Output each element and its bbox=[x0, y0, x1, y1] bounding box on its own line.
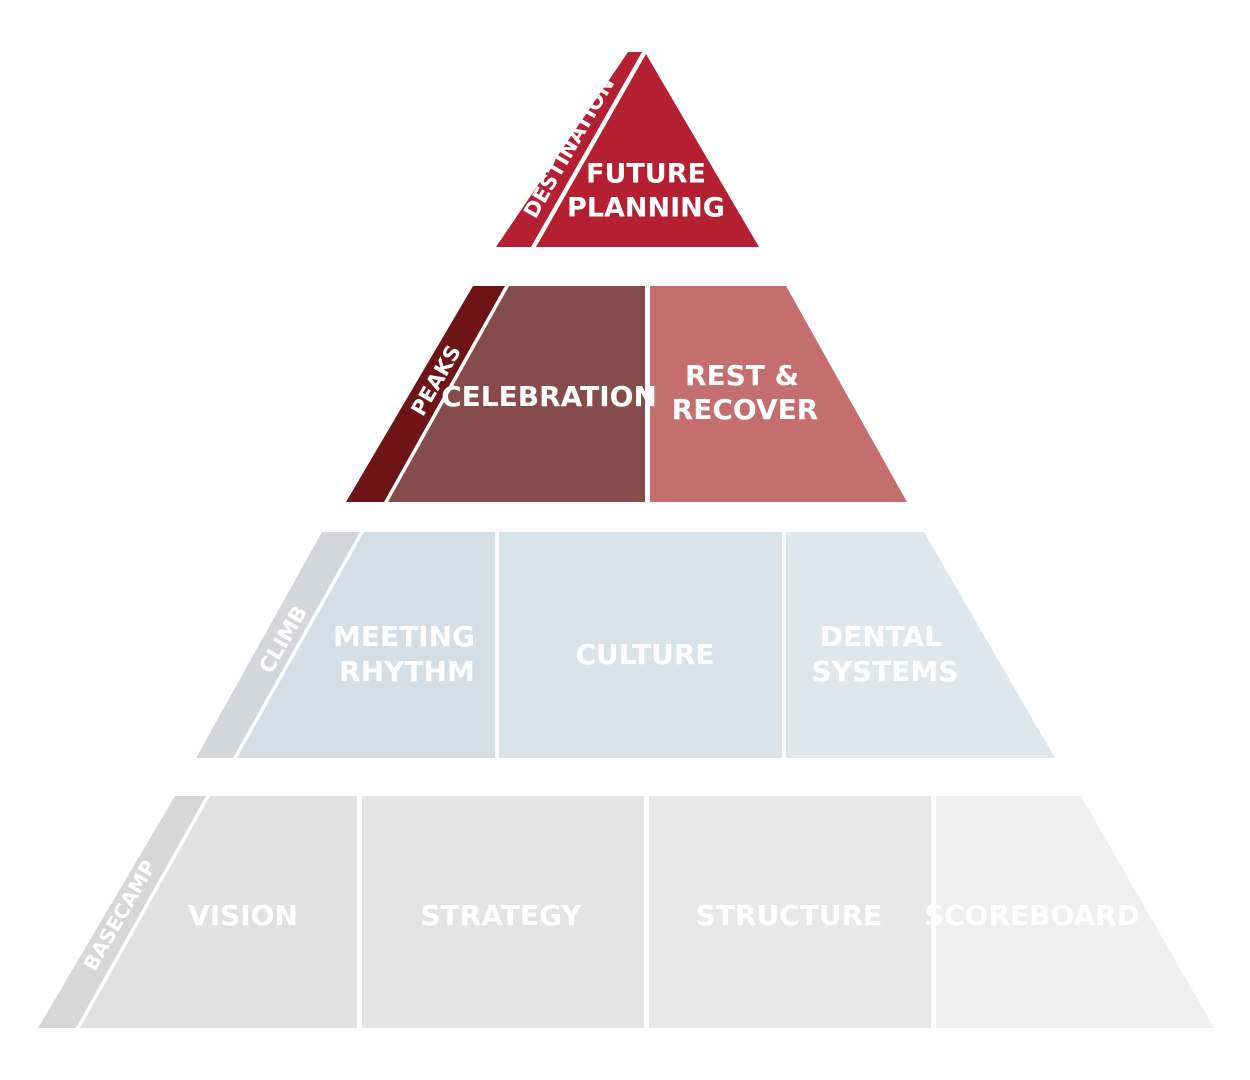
scoreboard-label: SCOREBOARD bbox=[924, 899, 1140, 932]
destination-band bbox=[496, 52, 642, 247]
vision-label: VISION bbox=[188, 899, 298, 932]
celebration-cell bbox=[388, 286, 645, 502]
dental-systems-line2: SYSTEMS bbox=[812, 655, 959, 688]
meeting-rhythm-line1: MEETING bbox=[333, 620, 475, 653]
destination-tier: DESTINATION FUTURE PLANNING bbox=[496, 52, 759, 247]
peaks-tier: PEAKS CELEBRATION REST & RECOVER bbox=[346, 286, 907, 502]
basecamp-tier: BASECAMP VISION STRATEGY STRUCTURE SCORE… bbox=[38, 796, 1214, 1028]
strategy-cell bbox=[362, 796, 644, 1028]
rest-recover-line1: REST & bbox=[685, 359, 799, 392]
climb-tier: CLIMB MEETING RHYTHM CULTURE DENTAL SYST… bbox=[196, 532, 1055, 758]
basecamp-band bbox=[38, 796, 206, 1028]
meeting-rhythm-cell bbox=[237, 532, 495, 758]
structure-label: STRUCTURE bbox=[696, 899, 883, 932]
celebration-label: CELEBRATION bbox=[441, 380, 657, 413]
future-planning-line2: PLANNING bbox=[567, 193, 725, 224]
dental-systems-line1: DENTAL bbox=[820, 620, 942, 653]
rest-recover-line2: RECOVER bbox=[672, 393, 819, 426]
strategy-label: STRATEGY bbox=[420, 899, 582, 932]
culture-cell bbox=[499, 532, 782, 758]
vision-cell bbox=[80, 796, 357, 1028]
culture-label: CULTURE bbox=[575, 638, 714, 671]
future-planning-cell bbox=[536, 54, 759, 247]
climb-band bbox=[196, 532, 360, 758]
future-planning-line1: FUTURE bbox=[586, 159, 706, 190]
meeting-rhythm-line2: RHYTHM bbox=[339, 655, 475, 688]
rest-recover-cell bbox=[650, 286, 907, 502]
peaks-band bbox=[346, 286, 505, 502]
dental-systems-cell bbox=[786, 532, 1055, 758]
scoreboard-cell bbox=[936, 796, 1214, 1028]
structure-cell bbox=[649, 796, 931, 1028]
